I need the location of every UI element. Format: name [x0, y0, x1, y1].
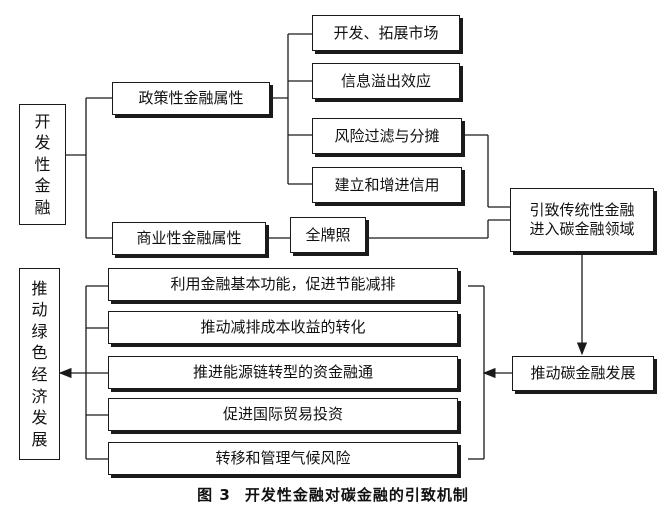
node-promote-carbon-finance: 推动碳金融发展 — [512, 356, 654, 391]
figure-caption: 图 3 开发性金融对碳金融的引致机制 — [0, 484, 666, 505]
node-guide-traditional-finance: 引致传统性金融 进入碳金融领域 — [510, 188, 654, 252]
figure-title: 开发性金融对碳金融的引致机制 — [244, 486, 469, 504]
node-effect-climate-risk: 转移和管理气候风险 — [108, 442, 458, 475]
node-effect-trade-investment: 促进国际贸易投资 — [108, 398, 458, 431]
node-effect-energy-chain-financing: 推进能源链转型的资金融通 — [108, 356, 458, 389]
node-development-finance: 开 发 性 金 融 — [19, 104, 66, 225]
node-effect-energy-saving: 利用金融基本功能，促进节能减排 — [108, 268, 458, 301]
node-commercial-attribute: 商业性金融属性 — [112, 222, 266, 255]
node-green-economy: 推 动 绿 色 经 济 发 展 — [19, 268, 60, 460]
guide-line-1: 引致传统性金融 — [529, 201, 635, 220]
node-risk-sharing: 风险过滤与分摊 — [312, 118, 462, 154]
node-information-spillover: 信息溢出效应 — [312, 63, 460, 99]
node-full-license: 全牌照 — [290, 217, 366, 253]
node-effect-cost-benefit: 推动减排成本收益的转化 — [108, 311, 458, 344]
node-market-development: 开发、拓展市场 — [312, 15, 460, 51]
figure-number: 图 3 — [197, 486, 231, 504]
node-policy-attribute: 政策性金融属性 — [112, 82, 270, 115]
guide-line-2: 进入碳金融领域 — [529, 220, 635, 238]
node-credit-building: 建立和增进信用 — [312, 167, 462, 203]
